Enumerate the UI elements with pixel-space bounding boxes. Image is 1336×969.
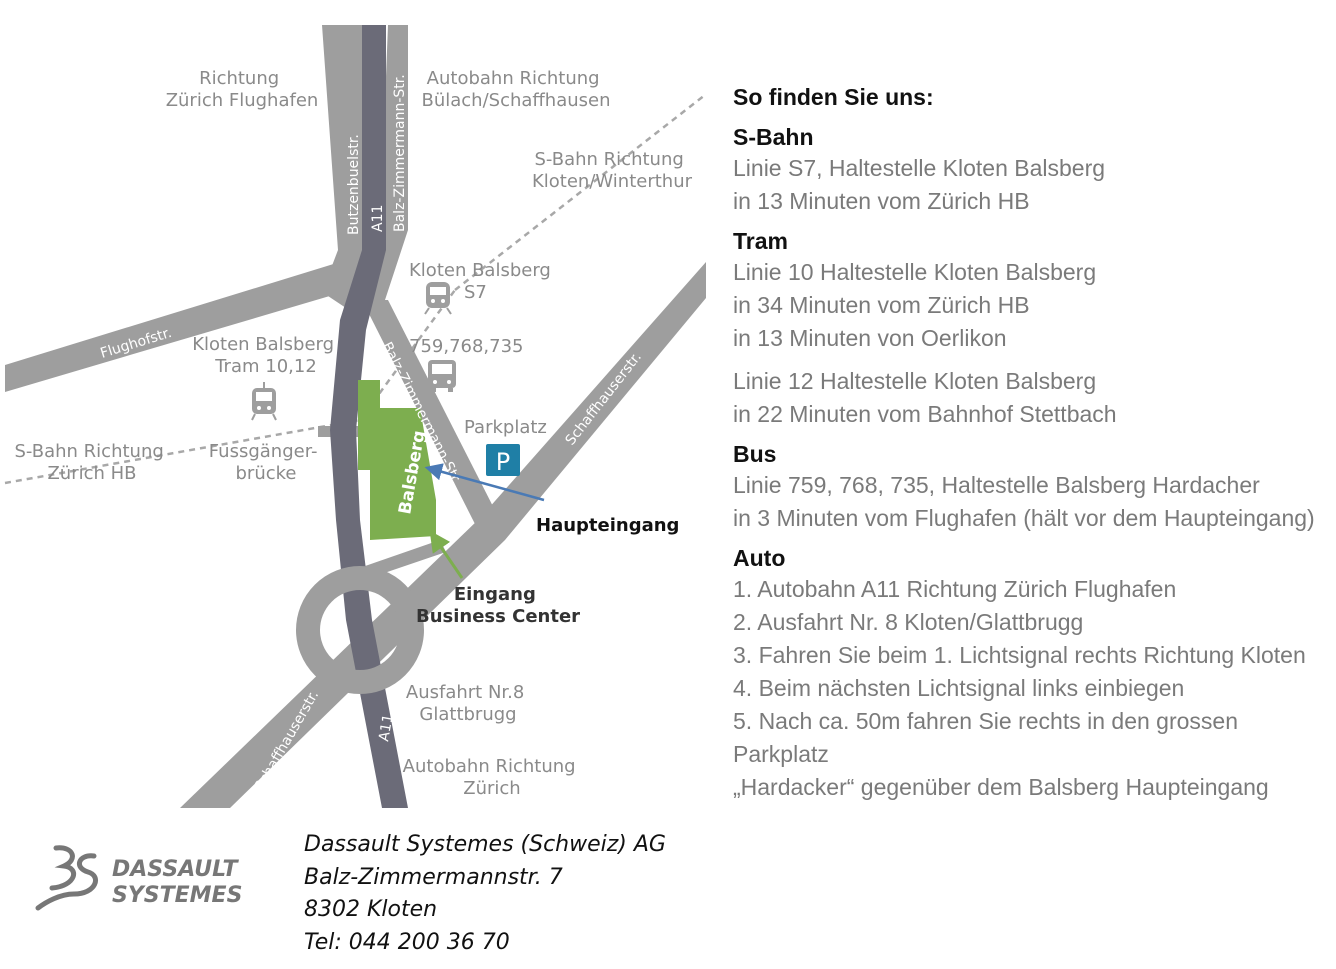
tram-line: in 34 Minuten vom Zürich HB	[733, 292, 1030, 318]
company-name: Dassault Systemes (Schweiz) AG	[304, 832, 666, 857]
section-auto: Auto 1. Autobahn A11 Richtung Zürich Flu…	[733, 543, 1333, 804]
road-label-balz-zimmermann-top: Balz-Zimmermann-Str.	[392, 74, 408, 232]
tram-line: Linie 12 Haltestelle Kloten Balsberg	[733, 368, 1097, 394]
label-kloten-balsberg-tram: Kloten Balsberg Tram 10,12	[192, 334, 340, 377]
section-bus: Bus Linie 759, 768, 735, Haltestelle Bal…	[733, 439, 1333, 535]
label-kloten-balsberg-s7: Kloten Balsberg S7	[409, 260, 557, 303]
train-icon	[424, 282, 452, 315]
logo-text-line1: DASSAULT	[112, 857, 239, 882]
road-buetzenbuelstr	[322, 25, 362, 308]
auto-step: „Hardacker“ gegenüber dem Balsberg Haupt…	[733, 774, 1269, 800]
label-fussgaengerbruecke: Fussgänger- brücke	[209, 441, 323, 484]
directions-panel: So finden Sie uns: S-Bahn Linie S7, Halt…	[733, 82, 1333, 812]
directions-title: So finden Sie uns:	[733, 84, 934, 110]
label-eingang-business-center: Eingang Business Center	[416, 584, 580, 627]
auto-step: 4. Beim nächsten Lichtsignal links einbi…	[733, 675, 1185, 701]
tram-line: in 13 Minuten von Oerlikon	[733, 325, 1007, 351]
tram-line: in 22 Minuten vom Bahnhof Stettbach	[733, 401, 1117, 427]
postal-city: 8302 Kloten	[304, 897, 438, 922]
road-label-a11-bottom: A11	[376, 713, 397, 743]
tram-heading: Tram	[733, 228, 788, 254]
label-autobahn-zuerich: Autobahn Richtung Zürich	[403, 756, 582, 799]
auto-step: 3. Fahren Sie beim 1. Lichtsignal rechts…	[733, 642, 1306, 668]
business-center-arrow	[429, 530, 464, 579]
phone-number: Tel: 044 200 36 70	[304, 929, 510, 955]
balsberg-building	[358, 380, 436, 540]
bus-icon	[428, 360, 456, 392]
label-bus-lines: 759,768,735	[409, 336, 524, 357]
sbahn-line: in 13 Minuten vom Zürich HB	[733, 188, 1030, 214]
road-balz-zimmermann-mid	[362, 300, 505, 530]
roundabout	[296, 566, 424, 694]
dassault-systemes-logo: DASSAULT SYSTEMES	[35, 845, 242, 911]
label-ausfahrt: Ausfahrt Nr.8 Glattbrugg	[406, 682, 530, 725]
road-label-schaffhauserstr-top: Schaffhauserstr.	[563, 349, 645, 448]
bus-heading: Bus	[733, 441, 777, 467]
street-address: Balz-Zimmermannstr. 7	[304, 864, 563, 890]
label-richtung-flughafen: Richtung Zürich Flughafen	[166, 68, 319, 111]
road-label-buetzenbuelstr: Butzenbuelstr.	[346, 134, 362, 235]
label-parkplatz: Parkplatz	[464, 417, 547, 438]
tram-icon	[251, 382, 277, 421]
company-address: Dassault Systemes (Schweiz) AG Balz-Zimm…	[304, 829, 666, 959]
auto-step: 5. Nach ca. 50m fahren Sie rechts in den…	[733, 708, 1239, 767]
label-autobahn-buelach: Autobahn Richtung Bülach/Schaffhausen	[421, 68, 610, 111]
sbahn-heading: S-Bahn	[733, 124, 814, 150]
label-sbahn-kloten-winterthur: S-Bahn Richtung Kloten/Winterthur	[532, 149, 693, 192]
label-sbahn-zuerich-hb: S-Bahn Richtung Zürich HB	[14, 441, 169, 484]
location-map: Balsberg P Butzenbuelstr. A11 Balz-Zimme…	[4, 25, 706, 808]
road-a11	[330, 25, 408, 808]
parking-sign-letter: P	[496, 448, 510, 476]
label-haupteingang: Haupteingang	[536, 515, 679, 536]
tram-line: Linie 10 Haltestelle Kloten Balsberg	[733, 259, 1097, 285]
auto-step: 2. Ausfahrt Nr. 8 Kloten/Glattbrugg	[733, 609, 1084, 635]
parking-sign	[486, 444, 520, 476]
haupteingang-arrow	[424, 463, 545, 502]
sbahn-line: Linie S7, Haltestelle Kloten Balsberg	[733, 155, 1106, 181]
bus-line: in 3 Minuten vom Flughafen (hält vor dem…	[733, 505, 1315, 531]
3ds-logo-icon	[35, 845, 98, 911]
bus-line: Linie 759, 768, 735, Haltestelle Balsber…	[733, 472, 1260, 498]
section-sbahn: S-Bahn Linie S7, Haltestelle Kloten Bals…	[733, 122, 1333, 218]
section-tram: Tram Linie 10 Haltestelle Kloten Balsber…	[733, 226, 1333, 431]
auto-step: 1. Autobahn A11 Richtung Zürich Flughafe…	[733, 576, 1177, 602]
logo-text-line2: SYSTEMES	[112, 883, 242, 908]
auto-heading: Auto	[733, 545, 786, 571]
road-flughofstr	[5, 262, 350, 392]
road-label-a11-top: A11	[370, 205, 386, 232]
